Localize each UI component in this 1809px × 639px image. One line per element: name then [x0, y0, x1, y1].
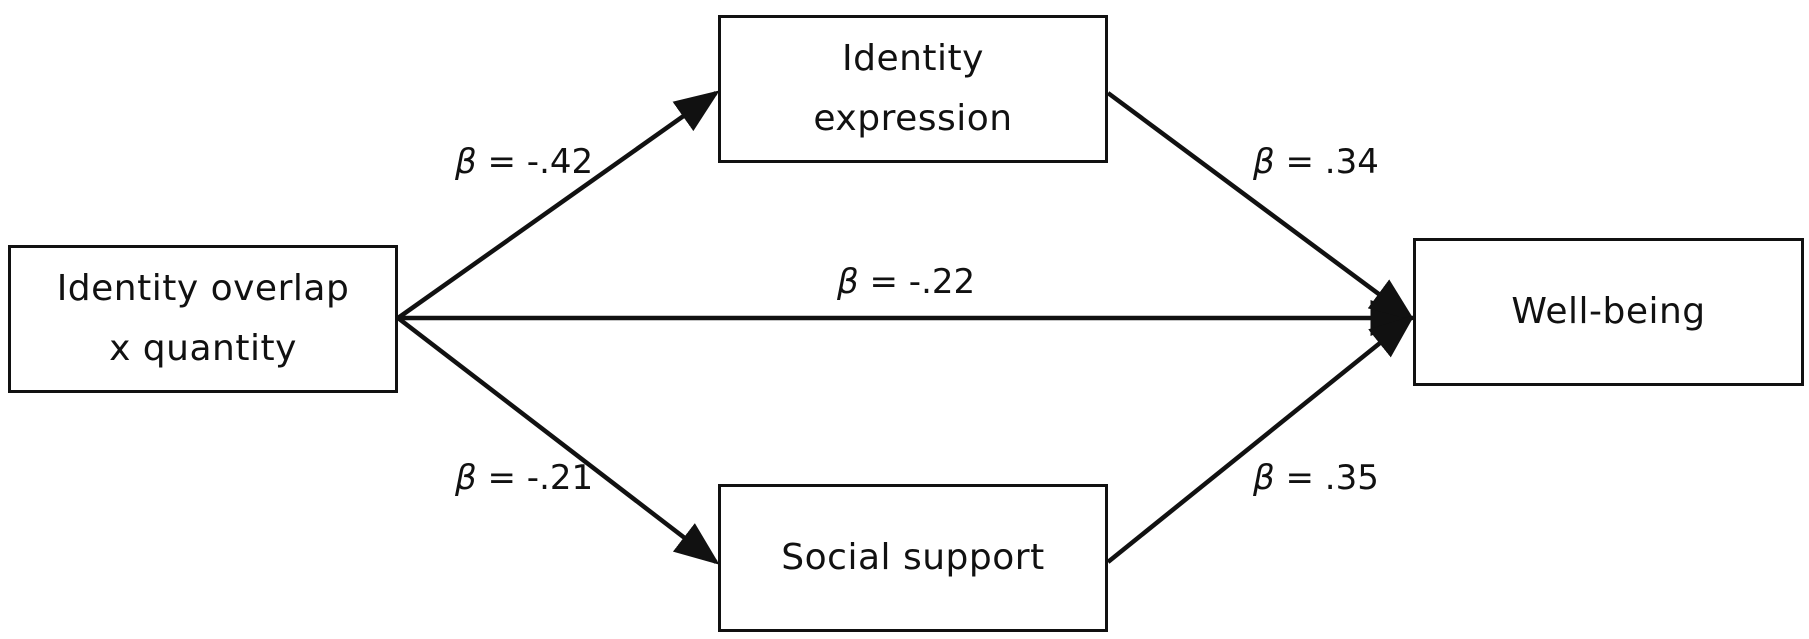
coefficient-a2: β = -.21 — [455, 458, 593, 498]
arrow-predictor-to-mediator1 — [396, 90, 720, 320]
arrow-mediator2-to-outcome — [1106, 315, 1415, 564]
beta-symbol: β — [455, 142, 477, 182]
coefficient-a1: β = -.42 — [455, 142, 593, 182]
coefficient-value: = -.42 — [476, 142, 594, 182]
coefficient-direct: β = -.22 — [837, 262, 975, 302]
coefficient-value: = -.22 — [858, 262, 976, 302]
coefficient-value: = .35 — [1274, 458, 1379, 498]
identity-expression-box: Identity expression — [718, 15, 1108, 163]
predictor-label: Identity overlap x quantity — [56, 268, 350, 369]
arrow-mediator1-to-outcome — [1106, 91, 1415, 321]
coefficient-value: = -.21 — [476, 458, 594, 498]
coefficient-b1: β = .34 — [1253, 142, 1379, 182]
predictor-box: Identity overlap x quantity — [8, 245, 398, 393]
well-being-box: Well-being — [1413, 238, 1804, 386]
social-support-label: Social support — [781, 537, 1045, 578]
arrow-predictor-to-mediator2 — [396, 316, 720, 565]
well-being-label: Well-being — [1511, 291, 1706, 332]
beta-symbol: β — [1253, 142, 1275, 182]
identity-expression-label: Identity expression — [813, 38, 1013, 139]
coefficient-value: = .34 — [1274, 142, 1379, 182]
coefficient-b2: β = .35 — [1253, 458, 1379, 498]
beta-symbol: β — [455, 458, 477, 498]
beta-symbol: β — [1253, 458, 1275, 498]
social-support-box: Social support — [718, 484, 1108, 632]
beta-symbol: β — [837, 262, 859, 302]
